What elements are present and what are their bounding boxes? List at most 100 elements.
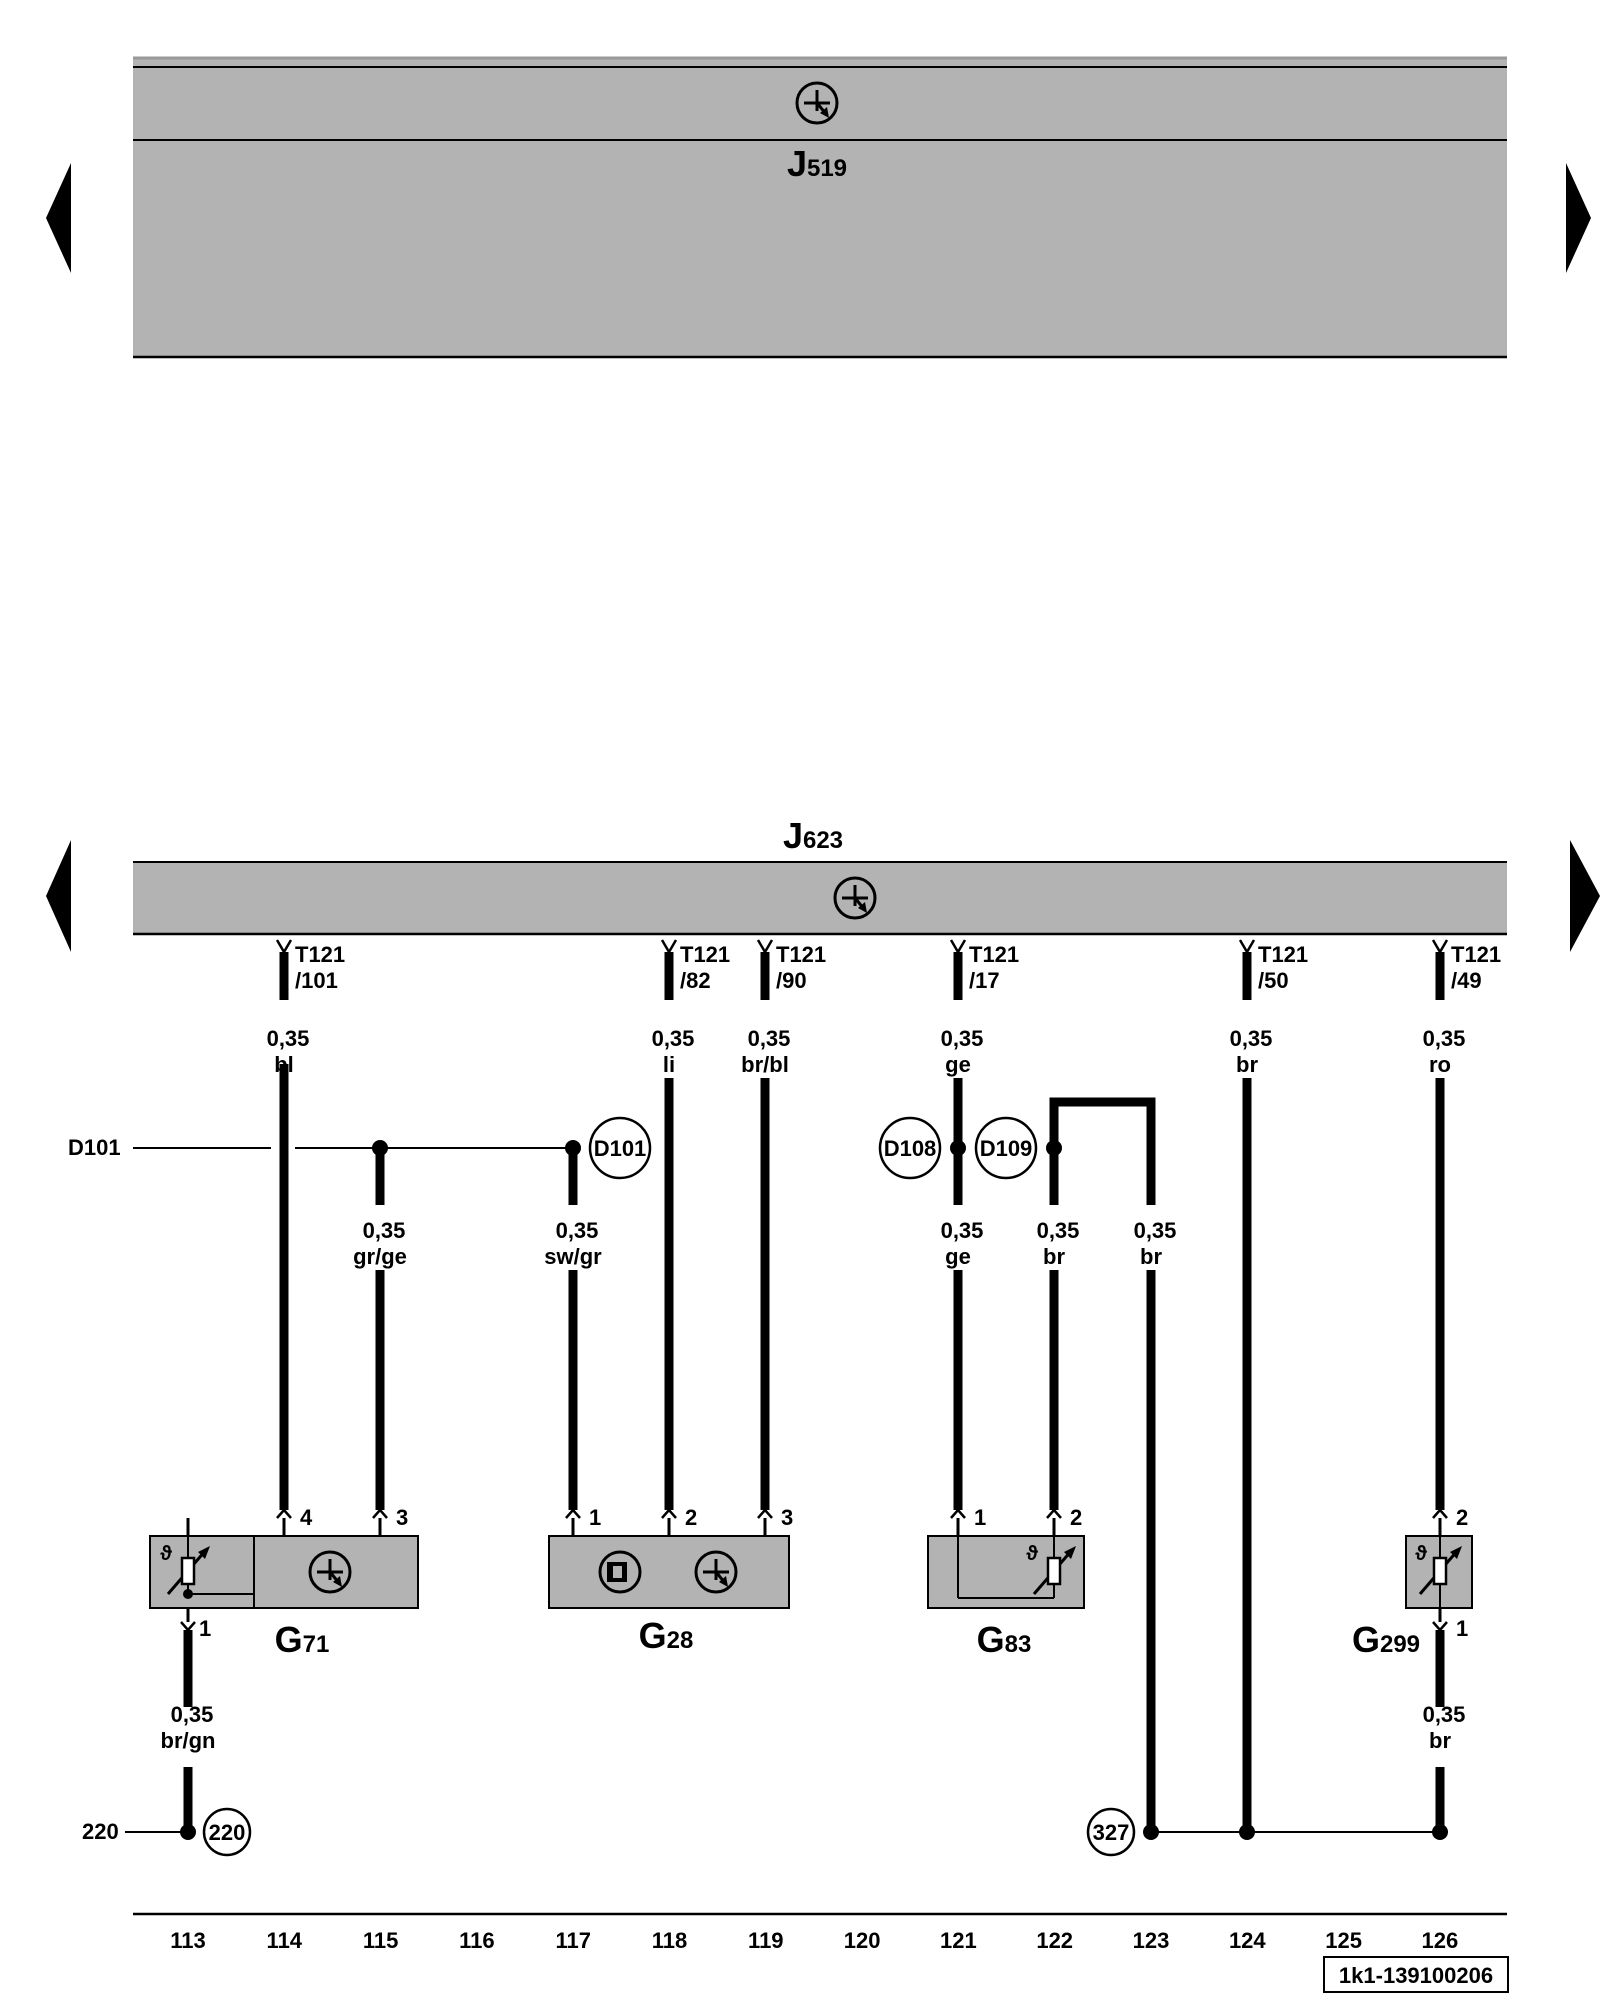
connector-labels: T121 /101 T121 /82 T121 /90 T121 /17 T12… [295,942,1501,993]
connector-name: T121 [1451,942,1501,967]
track-number: 126 [1422,1928,1459,1953]
pin-number: 3 [396,1505,408,1530]
wire-color: br/bl [741,1052,789,1077]
document-id-box: 1k1-139100206 [1323,1956,1509,1993]
wire-color: br [1140,1244,1162,1269]
component-g299: 2 1 G299 [1352,1505,1473,1660]
connector-name: T121 [680,942,730,967]
connector-pin: /90 [776,968,807,993]
wire-gauge: 0,35 [363,1218,406,1243]
component-g28-name: G [639,1615,667,1656]
pin-number: 2 [685,1505,697,1530]
reference-d101: D101 [594,1136,647,1161]
component-pins [180,1508,1448,1632]
svg-text:G28: G28 [639,1615,694,1656]
wire-color: gr/ge [353,1244,407,1269]
wire-labels: 0,35 bl 0,35 li 0,35 br/bl 0,35 ge 0,35 … [161,1026,1466,1753]
component-g83-sub: 83 [1005,1631,1032,1658]
track-number: 121 [940,1928,977,1953]
connector-pin: /17 [969,968,1000,993]
wire-gauge: 0,35 [556,1218,599,1243]
hall-sensor-icon [598,1550,642,1594]
temperature-symbol-icon [160,1543,173,1565]
temperature-symbol-icon [1415,1543,1428,1565]
wire-color: br [1429,1728,1451,1753]
reference-220-label: 220 [82,1819,119,1844]
connector-name: T121 [969,942,1019,967]
reference-220: 220 [209,1820,246,1845]
wire-color: sw/gr [544,1244,602,1269]
wire-gauge: 0,35 [941,1026,984,1051]
track-number: 118 [652,1928,688,1953]
wire-color: br [1236,1052,1258,1077]
pin-number: 3 [781,1505,793,1530]
pin-number: 1 [199,1616,211,1641]
temperature-symbol-icon [1026,1543,1039,1565]
track-number: 119 [748,1928,784,1953]
component-g28-sub: 28 [667,1627,694,1654]
track-number: 125 [1325,1928,1362,1953]
thin-wires [125,1147,1440,1833]
track-number: 123 [1133,1928,1170,1953]
track-number: 122 [1036,1928,1073,1953]
control-unit-j623: J623 [133,815,1507,936]
connector-pin: /82 [680,968,711,993]
track-number: 113 [170,1928,206,1953]
pin-number: 2 [1070,1505,1082,1530]
unit-j519-sub: 519 [807,155,847,182]
track-number: 117 [555,1928,591,1953]
component-g71-sub: 71 [303,1631,330,1658]
component-g71-name: G [275,1619,303,1660]
control-unit-j519: J519 [133,56,1507,359]
svg-text:G299: G299 [1352,1619,1420,1660]
junction-dots [180,1140,1448,1840]
wire-gauge: 0,35 [1134,1218,1177,1243]
connector-pin: /50 [1258,968,1289,993]
wire-color: ro [1429,1052,1451,1077]
wire-color: br [1043,1244,1065,1269]
reference-d101-label: D101 [68,1135,121,1160]
wire-color: bl [274,1052,294,1077]
connector-name: T121 [776,942,826,967]
connector-name: T121 [1258,942,1308,967]
document-id: 1k1-139100206 [1339,1963,1493,1988]
wire-gauge: 0,35 [1423,1702,1466,1727]
reference-327: 327 [1093,1820,1130,1845]
svg-text:J519: J519 [787,143,847,184]
component-g71: 4 3 1 G71 [149,1505,419,1660]
next-page-arrow-bottom[interactable] [1570,840,1600,952]
wire-color: ge [945,1052,971,1077]
unit-j519-name: J [787,143,807,184]
component-g299-sub: 299 [1380,1631,1420,1658]
component-g299-name: G [1352,1619,1380,1660]
track-number: 124 [1229,1928,1266,1953]
track-number: 115 [363,1928,399,1953]
pin-number: 4 [300,1505,313,1530]
unit-j623-name: J [783,815,803,856]
prev-page-arrow-bottom[interactable] [46,840,71,952]
prev-page-arrow-top[interactable] [46,163,71,273]
connector-pin: /101 [295,968,338,993]
track-number: 120 [844,1928,881,1953]
connector-name: T121 [295,942,345,967]
wire-gauge: 0,35 [171,1702,214,1727]
wire-gauge: 0,35 [941,1218,984,1243]
track-number: 116 [459,1928,495,1953]
component-g83: 1 2 G83 [927,1505,1085,1660]
references: D101 D101 D108 D109 220 220 327 [68,1116,1136,1857]
wire-gauge: 0,35 [748,1026,791,1051]
wire-color: li [663,1052,675,1077]
reference-d108: D108 [884,1136,937,1161]
svg-text:G83: G83 [977,1619,1032,1660]
pin-number: 1 [1456,1616,1468,1641]
wire-gauge: 0,35 [1423,1026,1466,1051]
connector-pin: /49 [1451,968,1482,993]
reference-d109: D109 [980,1136,1033,1161]
unit-j623-sub: 623 [803,827,843,854]
wire-gauge: 0,35 [1037,1218,1080,1243]
next-page-arrow-top[interactable] [1566,163,1591,273]
svg-text:G71: G71 [275,1619,330,1660]
wire-color: ge [945,1244,971,1269]
